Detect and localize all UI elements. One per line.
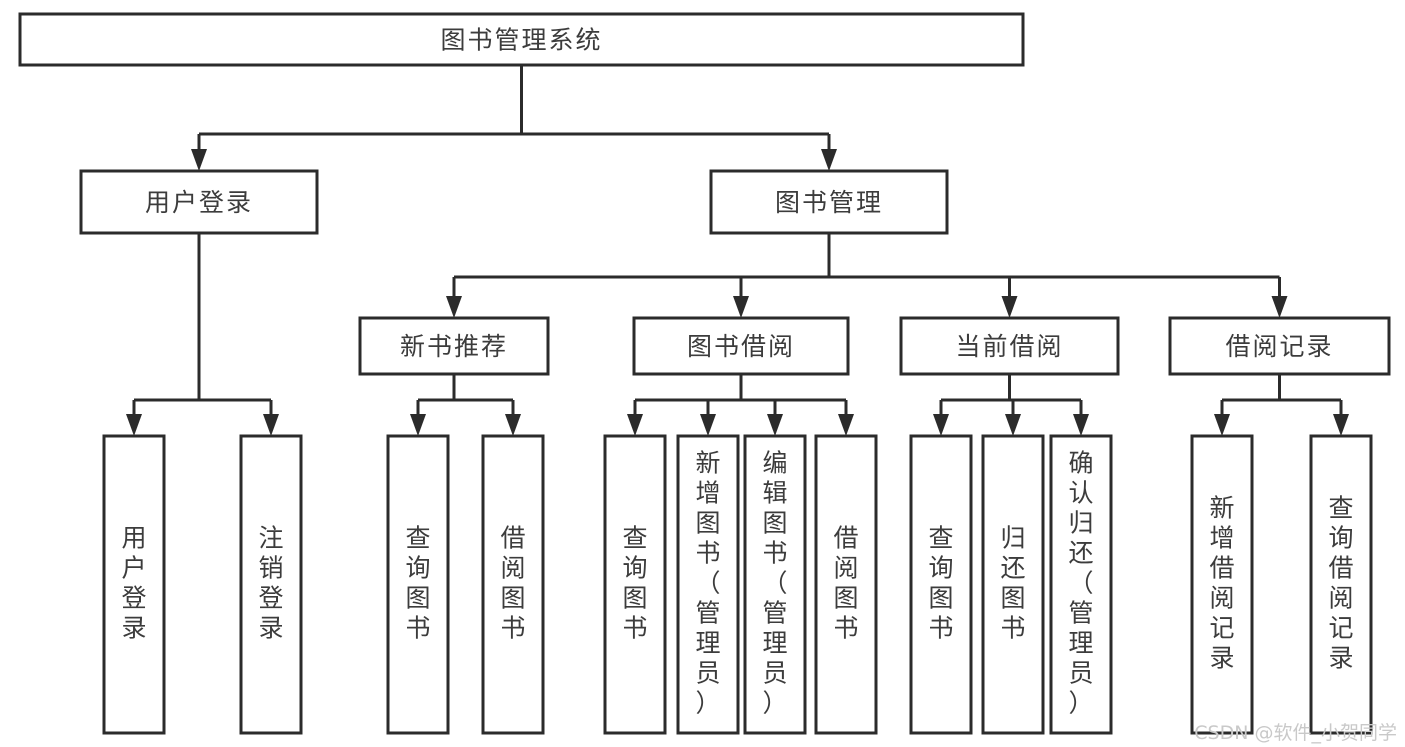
connector-layer [126, 65, 1349, 436]
node-label-leaf-user-login: 用户登录 [121, 524, 146, 643]
node-box-new-book-rec [358, 316, 550, 376]
connector-group [446, 233, 1288, 318]
node-box-leaf-query-book-2 [603, 434, 667, 735]
connector-group [410, 374, 521, 436]
node-box-book-borrow [632, 316, 850, 376]
node-box-book-manage [709, 169, 949, 235]
node-box-root [18, 12, 1025, 67]
node-leaf-query-book-1[interactable]: 查询图书 [386, 434, 450, 735]
node-label-leaf-query-book-1: 查询图书 [405, 524, 430, 643]
node-box-user-login [79, 169, 319, 235]
node-box-leaf-logout [239, 434, 303, 735]
node-leaf-logout[interactable]: 注销登录 [239, 434, 303, 735]
node-leaf-confirm-return[interactable]: 确认归还（管理员） [1049, 434, 1113, 735]
node-box-leaf-confirm-return [1049, 434, 1113, 735]
node-label-root: 图书管理系统 [440, 26, 602, 55]
node-box-borrow-record [1168, 316, 1391, 376]
node-leaf-query-record[interactable]: 查询借阅记录 [1309, 434, 1373, 735]
node-book-borrow[interactable]: 图书借阅 [632, 316, 850, 376]
node-label-leaf-borrow-book-1: 借阅图书 [500, 524, 525, 643]
node-label-leaf-borrow-book-2: 借阅图书 [833, 524, 858, 643]
node-box-leaf-borrow-book-2 [814, 434, 878, 735]
node-user-login[interactable]: 用户登录 [79, 169, 319, 235]
node-box-leaf-borrow-book-1 [481, 434, 545, 735]
node-layer: 图书管理系统用户登录图书管理新书推荐图书借阅当前借阅借阅记录用户登录注销登录查询… [18, 12, 1391, 735]
node-label-leaf-query-book-2: 查询图书 [622, 524, 647, 643]
node-box-current-borrow [899, 316, 1120, 376]
node-label-leaf-query-record: 查询借阅记录 [1328, 494, 1353, 673]
node-label-borrow-record: 借阅记录 [1225, 332, 1333, 361]
node-label-current-borrow: 当前借阅 [955, 332, 1063, 361]
node-label-leaf-query-book-3: 查询图书 [928, 524, 953, 643]
node-new-book-rec[interactable]: 新书推荐 [358, 316, 550, 376]
node-label-leaf-add-book: 新增图书（管理员） [695, 449, 720, 718]
node-label-book-manage: 图书管理 [775, 188, 883, 217]
node-label-book-borrow: 图书借阅 [687, 332, 795, 361]
node-label-user-login: 用户登录 [145, 188, 253, 217]
connector-group [126, 233, 279, 436]
node-leaf-user-login[interactable]: 用户登录 [102, 434, 166, 735]
node-box-leaf-return-book [981, 434, 1045, 735]
node-leaf-return-book[interactable]: 归还图书 [981, 434, 1045, 735]
connector-group [191, 65, 837, 171]
node-leaf-query-book-2[interactable]: 查询图书 [603, 434, 667, 735]
node-box-leaf-edit-book [743, 434, 807, 735]
node-label-leaf-add-record: 新增借阅记录 [1209, 494, 1234, 673]
node-box-leaf-add-book [676, 434, 740, 735]
node-label-leaf-confirm-return: 确认归还（管理员） [1068, 449, 1093, 718]
node-leaf-borrow-book-2[interactable]: 借阅图书 [814, 434, 878, 735]
connector-group [1214, 374, 1349, 436]
node-box-leaf-query-record [1309, 434, 1373, 735]
node-box-leaf-query-book-1 [386, 434, 450, 735]
node-current-borrow[interactable]: 当前借阅 [899, 316, 1120, 376]
node-box-leaf-query-book-3 [909, 434, 973, 735]
node-leaf-query-book-3[interactable]: 查询图书 [909, 434, 973, 735]
node-book-manage[interactable]: 图书管理 [709, 169, 949, 235]
node-box-leaf-add-record [1190, 434, 1254, 735]
node-label-leaf-edit-book: 编辑图书（管理员） [762, 449, 787, 718]
connector-group [933, 374, 1089, 436]
node-leaf-edit-book[interactable]: 编辑图书（管理员） [743, 434, 807, 735]
node-root[interactable]: 图书管理系统 [18, 12, 1025, 67]
connector-group [627, 374, 854, 436]
node-label-leaf-return-book: 归还图书 [1000, 524, 1025, 643]
node-label-leaf-logout: 注销登录 [258, 524, 283, 643]
node-box-leaf-user-login [102, 434, 166, 735]
node-borrow-record[interactable]: 借阅记录 [1168, 316, 1391, 376]
node-leaf-borrow-book-1[interactable]: 借阅图书 [481, 434, 545, 735]
node-leaf-add-record[interactable]: 新增借阅记录 [1190, 434, 1254, 735]
node-leaf-add-book[interactable]: 新增图书（管理员） [676, 434, 740, 735]
node-label-new-book-rec: 新书推荐 [400, 332, 508, 361]
